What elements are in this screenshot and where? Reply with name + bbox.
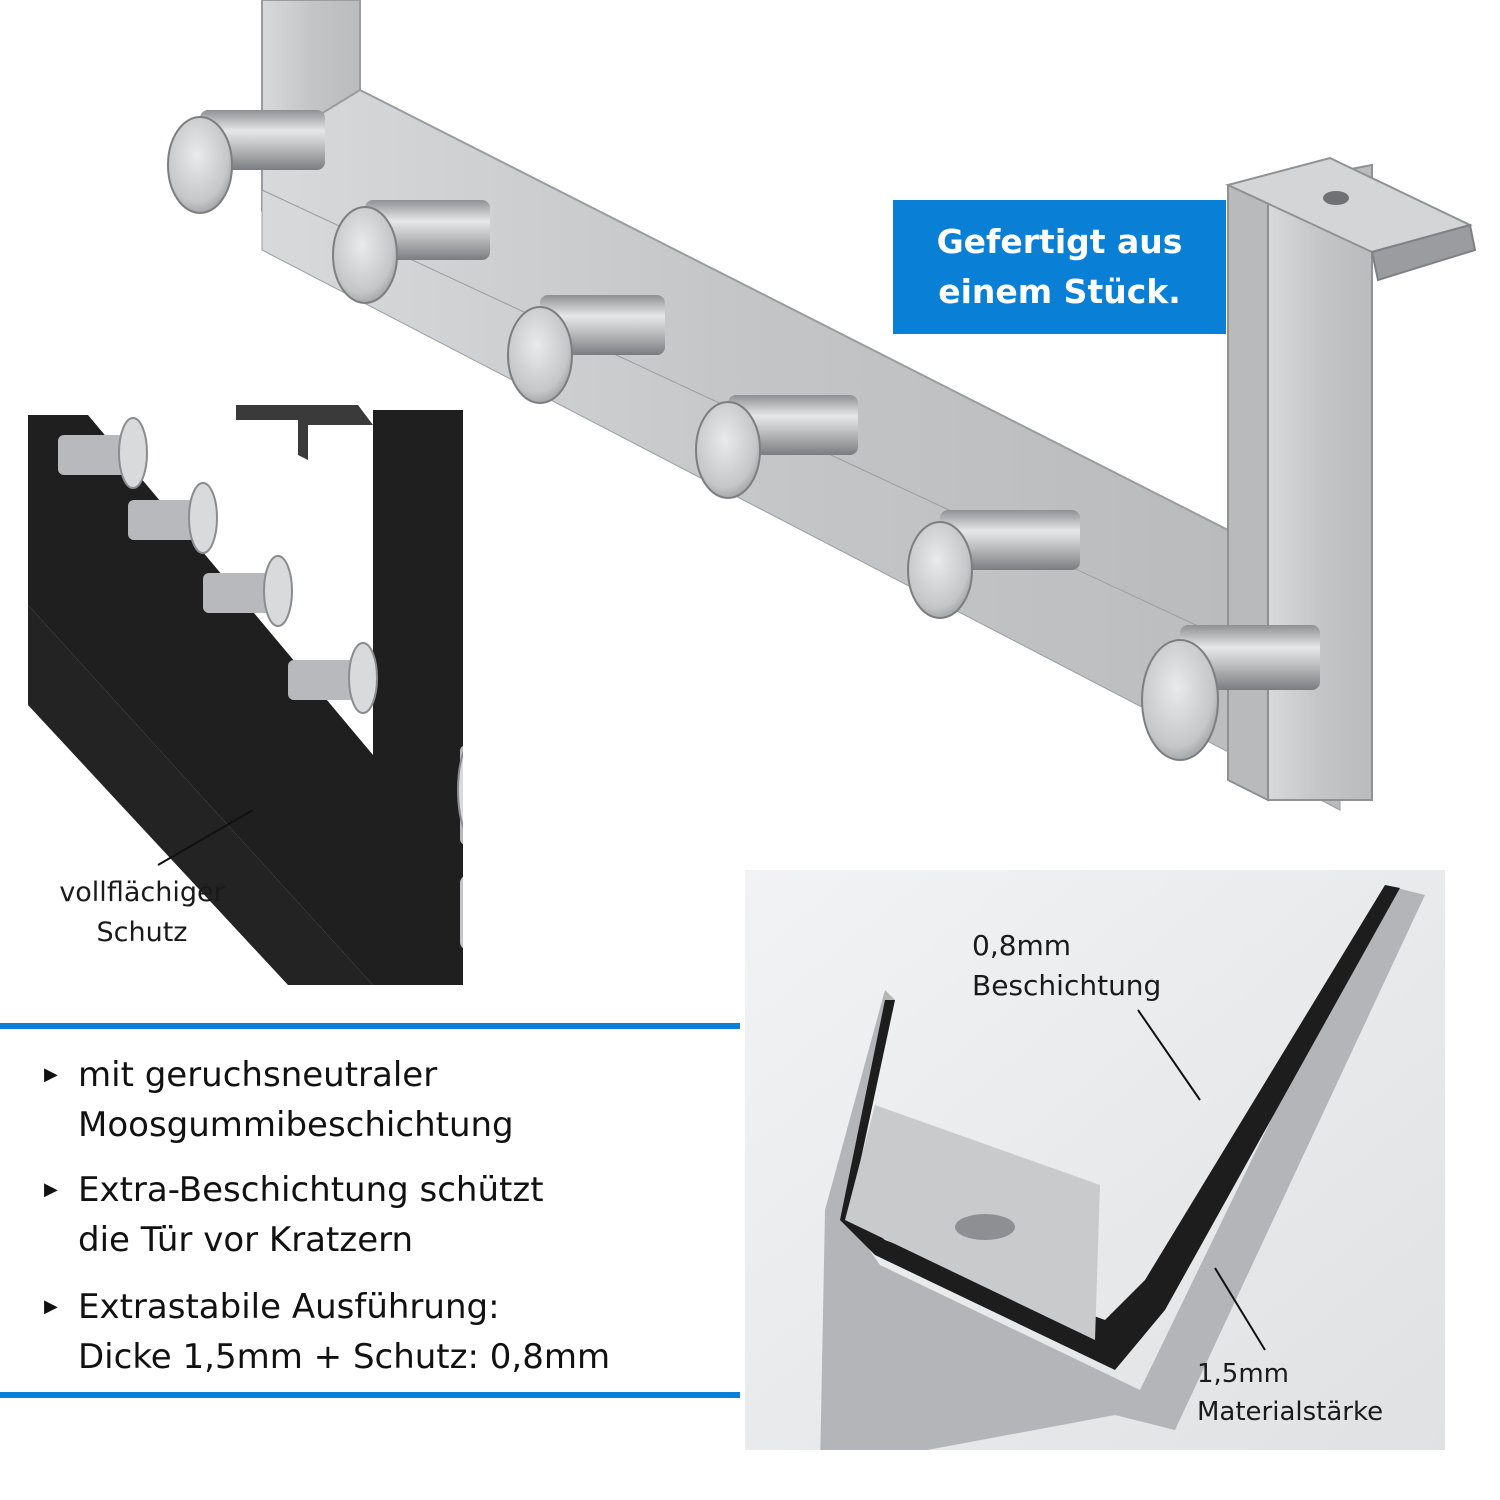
hook-knob — [457, 745, 463, 845]
triangle-right-icon: ▶ — [44, 1064, 58, 1085]
full-surface-protection-label: vollflächiger Schutz — [59, 877, 225, 948]
hook-rail-photo — [167, 0, 1477, 811]
feature-item: ▶ mit geruchsneutraler Moosgummibeschich… — [44, 1050, 734, 1150]
hook-knob — [695, 395, 858, 499]
hook-knob — [167, 110, 325, 214]
one-piece-badge: Gefertigt aus einem Stück. — [893, 200, 1226, 334]
coating-thickness-label: 0,8mm Beschichtung — [972, 929, 1162, 1002]
coated-back-photo — [28, 405, 463, 985]
hook-knob — [907, 510, 1080, 619]
bracket-cross-section-photo — [745, 870, 1445, 1450]
feature-item: ▶ Extra-Beschichtung schützt die Tür vor… — [44, 1165, 734, 1265]
badge-line-2: einem Stück. — [938, 272, 1181, 311]
hook-knob — [58, 417, 148, 489]
feature-item: ▶ Extrastabile Ausführung: Dicke 1,5mm +… — [44, 1282, 734, 1382]
hook-knob — [288, 642, 378, 714]
triangle-right-icon: ▶ — [44, 1179, 58, 1200]
hook-knob — [128, 482, 218, 554]
badge-line-1: Gefertigt aus — [936, 222, 1183, 261]
hook-knob — [203, 555, 293, 627]
divider-bottom — [0, 1392, 740, 1398]
divider-top — [0, 1023, 740, 1029]
hook-knob — [507, 295, 665, 404]
hook-knob — [460, 876, 463, 949]
hook-knob — [332, 200, 490, 304]
hook-knob — [1141, 625, 1320, 761]
material-thickness-label: 1,5mm Materialstärke — [1197, 1359, 1384, 1427]
triangle-right-icon: ▶ — [44, 1296, 58, 1317]
